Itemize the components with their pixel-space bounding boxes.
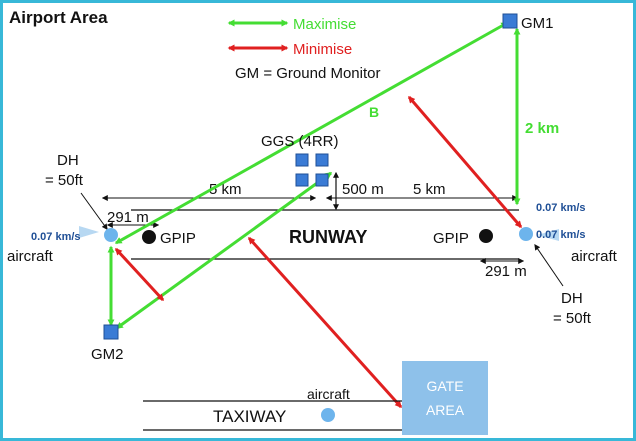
gpip-right-label: GPIP [433, 230, 469, 247]
aircraft-taxi-icon [321, 408, 335, 422]
ggs-antenna-array-icon [295, 153, 329, 187]
gm1-monitor-icon [502, 13, 518, 29]
ggs-label: GGS (4RR) [261, 133, 339, 150]
gm2-monitor-icon [103, 324, 119, 340]
speed-right-top-label: 0.07 km/s [536, 202, 586, 214]
link-gm2-ggs [115, 171, 333, 330]
gm1-label: GM1 [521, 15, 554, 32]
legend-gm-definition: GM = Ground Monitor [235, 65, 380, 82]
dh-left-pointer [80, 192, 108, 230]
aircraft-taxi-label: aircraft [307, 386, 350, 402]
approach-left-icon [79, 226, 99, 238]
legend-maximise-label: Maximise [293, 16, 356, 33]
gpip-left-icon [142, 230, 156, 244]
aircraft-right-label: aircraft [571, 248, 618, 265]
speed-left-label: 0.07 km/s [31, 231, 81, 243]
label-5km-right: 5 km [413, 181, 446, 198]
dh-left-line1: DH [57, 152, 79, 169]
title: Airport Area [9, 8, 108, 27]
link-red-gm1-aircraft [407, 95, 523, 229]
gm2-label: GM2 [91, 346, 124, 363]
speed-right-mid-label: 0.07 km/s [536, 229, 586, 241]
gate-area-box [402, 361, 488, 435]
gate-area-line1: GATE [426, 378, 463, 394]
aircraft-left-icon [104, 228, 118, 242]
approach-right-icon [537, 229, 559, 241]
dh-right-line2: = 50ft [553, 310, 592, 327]
gpip-right-icon [479, 229, 493, 243]
link-red-runway-gate [247, 236, 403, 409]
label-500m: 500 m [342, 181, 384, 198]
taxiway-label: TAXIWAY [213, 407, 286, 426]
label-291m-left: 291 m [107, 209, 149, 226]
aircraft-right-icon [519, 227, 533, 241]
gate-area-line2: AREA [426, 402, 465, 418]
aircraft-left-label: aircraft [7, 248, 54, 265]
runway-label: RUNWAY [289, 227, 367, 247]
dh-right-line1: DH [561, 290, 583, 307]
label-b: B [369, 104, 379, 120]
label-291m-right: 291 m [485, 263, 527, 280]
link-red-aircraft-gm2 [114, 247, 165, 302]
legend-minimise-label: Minimise [293, 41, 352, 58]
dh-left-line2: = 50ft [45, 172, 84, 189]
gpip-left-label: GPIP [160, 230, 196, 247]
dh-right-pointer [534, 244, 564, 287]
label-2km: 2 km [525, 120, 559, 137]
diagram-svg: Airport Area Maximise Minimise GM = Grou… [7, 8, 618, 435]
